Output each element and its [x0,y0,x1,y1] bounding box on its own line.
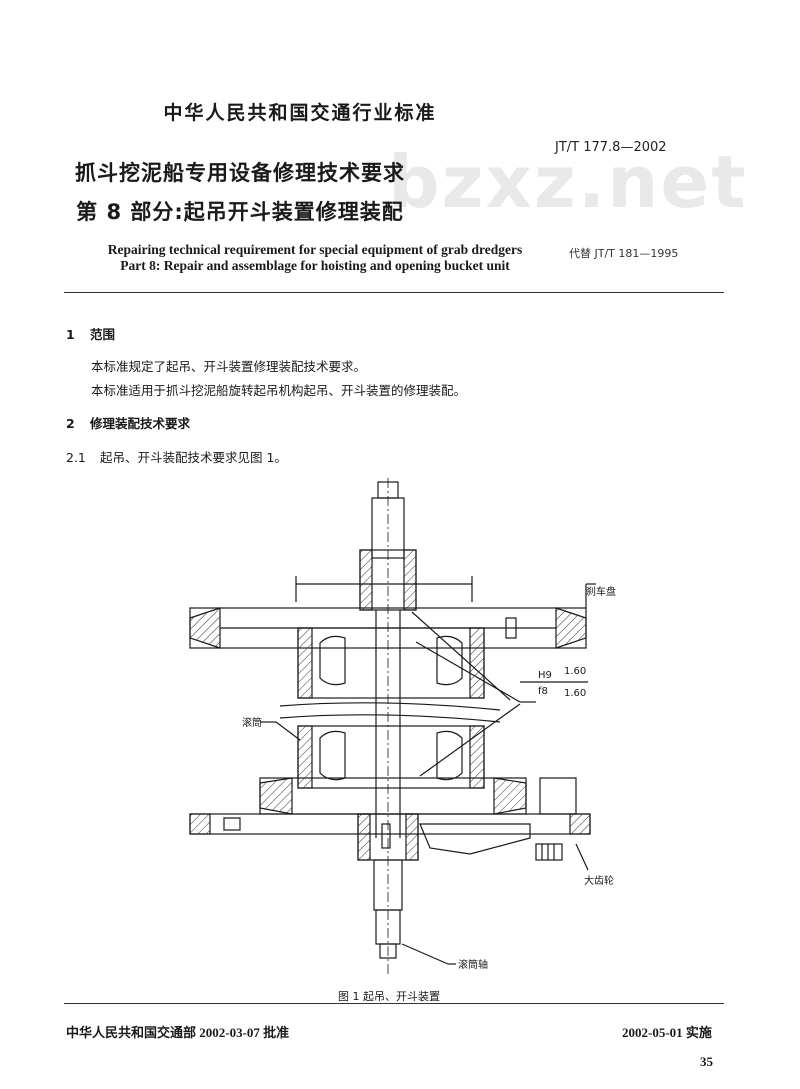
label-fit-upper: H9 [538,670,552,681]
label-big-gear: 大齿轮 [584,874,614,887]
drum-lower [297,725,485,789]
label-roughness-lower: 1.60 [564,688,586,699]
assembly-drawing: 刹车盘 H9 f8 1.60 1.60 滚筒 大齿轮 滚筒轴 [189,478,616,976]
section-1-paragraph-1: 本标准规定了起吊、开斗装置修理装配技术要求。 [91,359,367,374]
shaft-bottom-cap [379,943,397,959]
section-2-heading: 2 修理装配技术要求 [66,413,190,432]
document-title-line1: 抓斗挖泥船专用设备修理技术要求 [75,161,405,185]
section-number: 2 [66,416,75,431]
watermark: bzxz.net [388,140,748,224]
drum-shaft [373,859,403,911]
standard-code: JT/T 177.8—2002 [555,140,667,155]
standard-category-title: 中华人民共和国交通行业标准 [163,102,437,124]
english-title-line2: Part 8: Repair and assemblage for hoisti… [120,258,510,273]
approval-line: 中华人民共和国交通部 2002-03-07 批准 [66,1025,290,1040]
footer-divider [64,1003,724,1004]
clause-text: 起吊、开斗装配技术要求见图 1。 [100,450,287,465]
page-number: 35 [700,1054,713,1069]
label-roughness-upper: 1.60 [564,666,586,677]
section-1-paragraph-2: 本标准适用于抓斗挖泥船旋转起吊机构起吊、开斗装置的修理装配。 [91,383,467,398]
document-title-line2: 第 8 部分:起吊开斗装置修理装配 [76,200,404,224]
english-title-line1: Repairing technical requirement for spec… [107,242,523,257]
section-title: 修理装配技术要求 [90,416,191,431]
header-divider [64,292,724,293]
pinion-gear [535,843,563,861]
label-drum: 滚筒 [242,716,262,729]
section-1-heading: 1 范围 [66,324,115,343]
label-fit-lower: f8 [538,686,548,697]
figure-caption: 图 1 起吊、开斗装置 [338,990,440,1003]
implementation-date: 2002-05-01 实施 [622,1025,712,1040]
clause-number: 2.1 [66,450,86,465]
replaces-note: 代替 JT/T 181—1995 [569,247,679,260]
section-2-1-paragraph: 2.1 起吊、开斗装配技术要求见图 1。 [66,447,287,466]
label-brake-disc: 刹车盘 [586,585,616,598]
label-drum-shaft: 滚筒轴 [458,958,488,971]
section-title: 范围 [90,327,116,342]
section-number: 1 [66,327,75,342]
